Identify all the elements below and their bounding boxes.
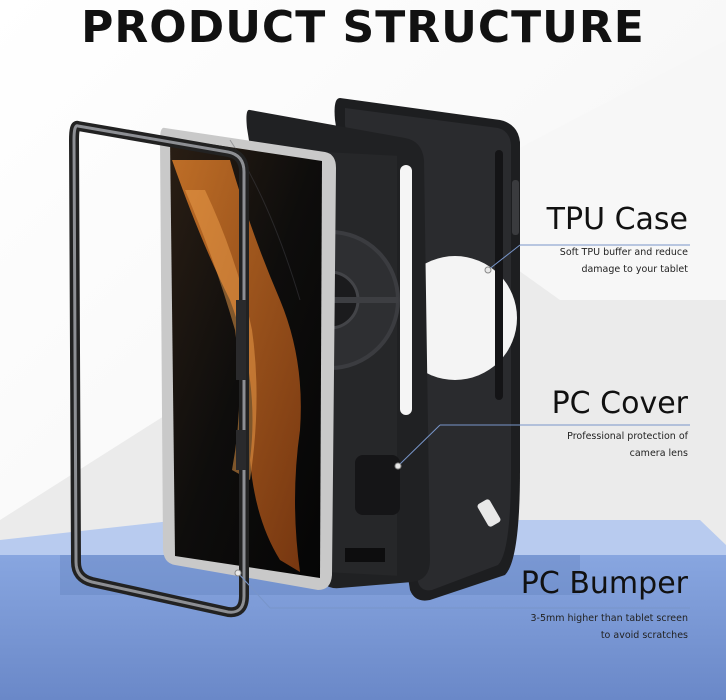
- callout-lines: [237, 244, 690, 609]
- callout-markers: [234, 266, 492, 577]
- desc-line: to avoid scratches: [600, 630, 688, 641]
- callout-tpu-case-desc: Soft TPU buffer and reduce damage to you…: [498, 244, 688, 278]
- page-title: PRODUCT STRUCTURE: [81, 2, 645, 53]
- pc-bumper: [68, 120, 249, 618]
- desc-line: 3-5mm higher than tablet screen: [530, 613, 688, 624]
- callout-tpu-case-title: TPU Case: [546, 202, 688, 237]
- callout-pc-bumper-title: PC Bumper: [520, 566, 688, 601]
- callout-pc-cover-desc: Professional protection of camera lens: [498, 428, 688, 462]
- callout-pc-bumper-desc: 3-5mm higher than tablet screen to avoid…: [498, 610, 688, 644]
- desc-line: Soft TPU buffer and reduce: [559, 247, 688, 258]
- desc-line: camera lens: [629, 448, 688, 459]
- desc-line: Professional protection of: [567, 431, 688, 442]
- desc-line: damage to your tablet: [581, 264, 688, 275]
- pedestal-front: [0, 555, 726, 700]
- callout-pc-cover-title: PC Cover: [551, 386, 688, 421]
